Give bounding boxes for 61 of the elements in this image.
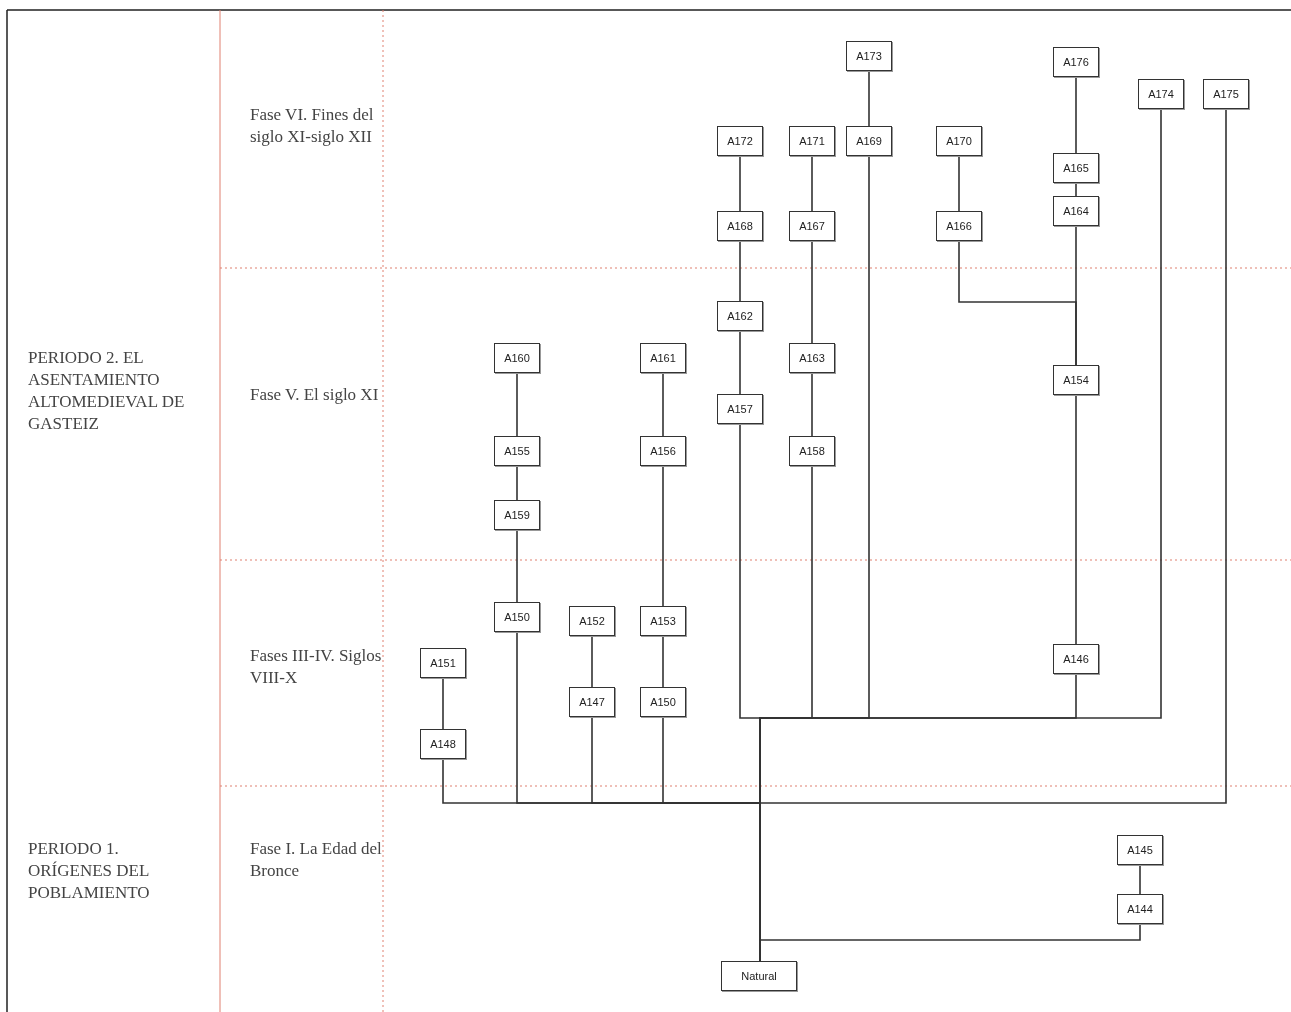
unit-box: A157	[717, 394, 763, 424]
unit-box: A162	[717, 301, 763, 331]
unit-box: A154	[1053, 365, 1099, 395]
unit-box: A164	[1053, 196, 1099, 226]
unit-box: A168	[717, 211, 763, 241]
unit-box: A144	[1117, 894, 1163, 924]
connector-line	[662, 635, 664, 688]
unit-box: A161	[640, 343, 686, 373]
phase-label: PERIODO 2. EL ASENTAMIENTO ALTOMEDIEVAL DE GASTEIZ	[28, 347, 186, 435]
phase-label: PERIODO 1. ORÍGENES DEL POBLAMIENTO	[28, 838, 151, 904]
unit-box: A152	[569, 606, 615, 636]
unit-box: A159	[494, 500, 540, 530]
phase-label: Fase I. La Edad del Bronce	[250, 838, 383, 882]
connector-line	[868, 70, 870, 127]
connector-line	[516, 372, 518, 437]
connector-line	[662, 372, 664, 437]
connector-line	[811, 155, 813, 212]
unit-box: A150	[640, 687, 686, 717]
unit-box: A167	[789, 211, 835, 241]
unit-box: A174	[1138, 79, 1184, 109]
unit-box: A173	[846, 41, 892, 71]
connector-line	[811, 372, 813, 437]
connector-line	[811, 240, 813, 344]
unit-box: A146	[1053, 644, 1099, 674]
unit-box: A158	[789, 436, 835, 466]
unit-box: A172	[717, 126, 763, 156]
unit-box: A163	[789, 343, 835, 373]
connector-line	[442, 677, 444, 730]
connector-line	[958, 155, 960, 212]
unit-box: A175	[1203, 79, 1249, 109]
connector-line	[1075, 182, 1077, 197]
unit-box: A147	[569, 687, 615, 717]
connector-line	[1075, 394, 1077, 645]
unit-box: A166	[936, 211, 982, 241]
connector-line	[516, 465, 518, 501]
phase-label: Fases III-IV. Siglos VIII-X	[250, 645, 383, 689]
unit-box: A171	[789, 126, 835, 156]
unit-box: A151	[420, 648, 466, 678]
connector-line	[662, 465, 664, 607]
phase-label: Fase VI. Fines del siglo XI-siglo XII	[250, 104, 375, 148]
unit-box: A150	[494, 602, 540, 632]
connector-line	[739, 330, 741, 395]
connector-line	[739, 240, 741, 302]
connector-line	[1075, 225, 1077, 366]
unit-box: A156	[640, 436, 686, 466]
unit-box: A155	[494, 436, 540, 466]
connector-line	[739, 155, 741, 212]
phase-label: Fase V. El siglo XI	[250, 384, 380, 406]
unit-box: A170	[936, 126, 982, 156]
connector-line	[591, 635, 593, 688]
unit-box: Natural	[721, 961, 797, 991]
connector-line	[516, 529, 518, 603]
unit-box: A160	[494, 343, 540, 373]
unit-box: A148	[420, 729, 466, 759]
unit-box: A165	[1053, 153, 1099, 183]
unit-box: A145	[1117, 835, 1163, 865]
connector-line	[1075, 76, 1077, 154]
unit-box: A176	[1053, 47, 1099, 77]
connector-line	[1139, 864, 1141, 895]
unit-box: A153	[640, 606, 686, 636]
unit-box: A169	[846, 126, 892, 156]
